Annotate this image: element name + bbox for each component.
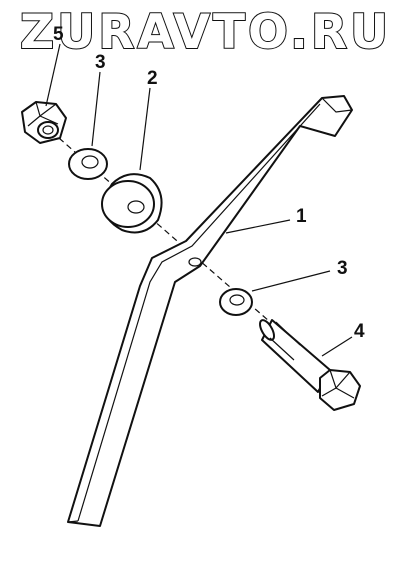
callout-bracket: 1 [296,206,307,227]
bracket-hole [188,257,202,267]
watermark-text: ZURAVTO.RU [20,5,391,60]
callout-spacer: 2 [147,68,158,89]
callout-washer-top: 3 [95,52,106,73]
callout-bolt: 4 [354,321,365,342]
leader-line-bracket [225,219,291,234]
leader-line-bolt [321,336,353,357]
callout-washer-bottom: 3 [337,258,348,279]
washer-bottom-part [219,288,253,316]
leader-line-spacer [139,87,151,171]
leader-line-washer-top [91,71,101,147]
bracket-part [67,95,353,527]
leader-line-nut [45,43,61,107]
washer-top-part [68,148,108,180]
callout-nut: 5 [53,24,64,45]
assembly-axis-line [43,124,309,356]
hex-bolt-part [259,319,361,411]
hex-nut-part [21,101,67,144]
spacer-part [101,173,163,234]
leader-line-washer-bottom [251,270,331,292]
